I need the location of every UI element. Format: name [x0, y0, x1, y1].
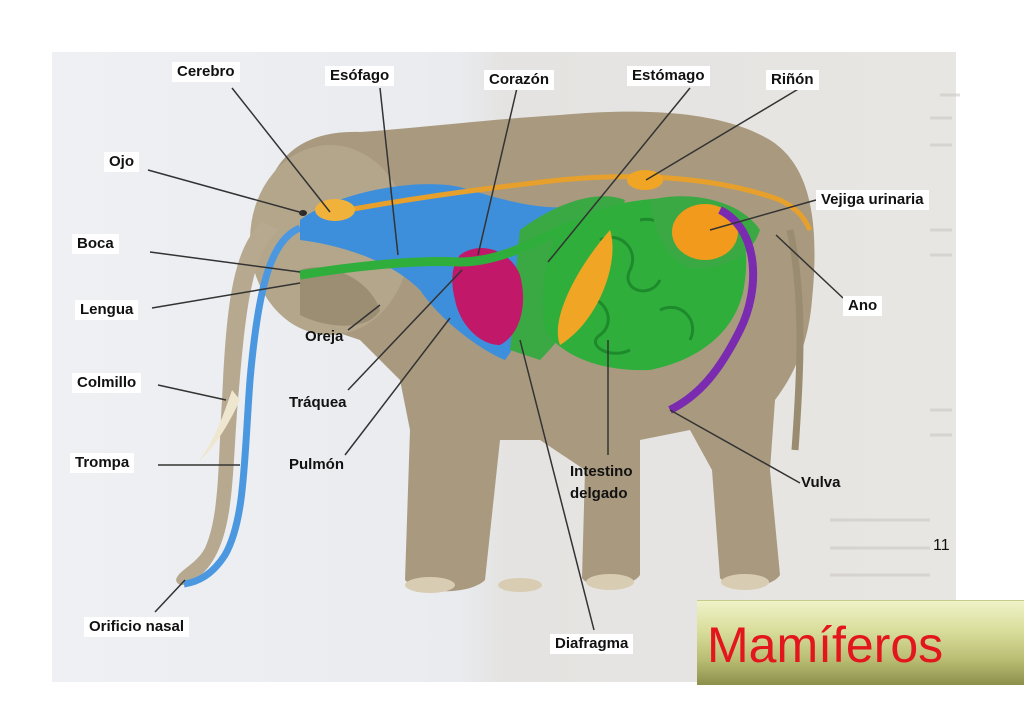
slide-page-number: 11: [933, 537, 950, 554]
elephant-tusk: [198, 390, 240, 462]
label-intestino-delgado-line2: delgado: [570, 485, 628, 502]
label-corazon: Corazón: [484, 70, 554, 90]
label-colmillo: Colmillo: [72, 373, 142, 393]
label-ano: Ano: [843, 296, 883, 316]
label-trompa: Trompa: [70, 453, 135, 473]
label-orificio-nasal: Orificio nasal: [84, 617, 190, 637]
organ-nasal-passage: [183, 224, 302, 588]
label-vulva: Vulva: [801, 474, 841, 491]
label-oreja: Oreja: [305, 328, 344, 345]
background-text-lines: [830, 93, 960, 577]
organ-stomach-orange: [557, 230, 613, 345]
label-vejiga-urinaria: Vejiga urinaria: [816, 190, 929, 210]
elephant-tail: [786, 229, 804, 451]
organ-spinal-cord: [319, 174, 813, 232]
label-ojo: Ojo: [104, 152, 139, 172]
organ-heart: [452, 247, 524, 345]
label-lengua: Lengua: [75, 300, 139, 320]
label-pulmon: Pulmón: [289, 456, 344, 473]
elephant-feet: [405, 574, 769, 593]
organ-urethra-purple: [668, 206, 758, 414]
slide-title: Mamíferos: [707, 617, 944, 673]
organ-esophagus: [299, 220, 573, 280]
label-cerebro: Cerebro: [172, 62, 240, 82]
label-rinon: Riñón: [766, 70, 819, 90]
label-boca: Boca: [72, 234, 119, 254]
leader-lines: [147, 87, 844, 631]
organ-brain: [315, 199, 355, 221]
label-estomago: Estómago: [627, 66, 710, 86]
title-banner: Mamíferos: [697, 600, 1024, 685]
organ-bladder: [672, 204, 738, 260]
label-diafragma: Diafragma: [550, 634, 634, 654]
label-esofago: Esófago: [325, 66, 395, 86]
label-intestino-delgado-line1: Intestino: [570, 463, 633, 480]
elephant-ear: [300, 267, 380, 326]
label-traquea: Tráquea: [289, 394, 347, 411]
